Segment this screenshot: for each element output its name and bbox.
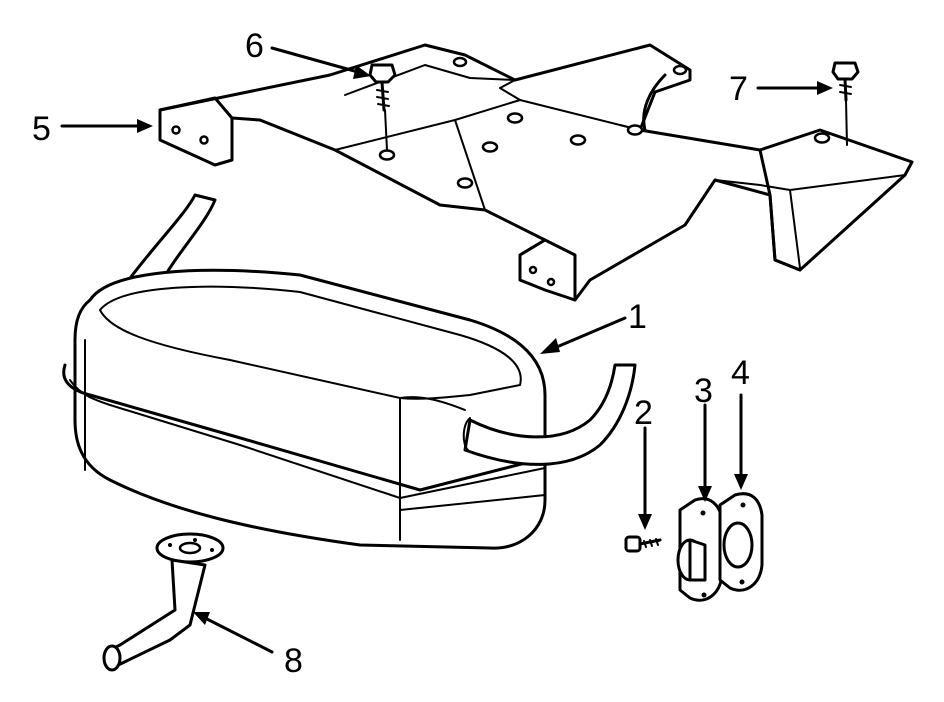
screw [624,535,662,553]
callout-5: 5 [32,110,51,148]
callout-4: 4 [731,354,750,392]
bolt-left [368,63,397,151]
leader-arrows [60,46,833,654]
muffler [62,193,637,550]
mounting-bracket [158,43,914,302]
gasket-rear [718,492,764,592]
callout-1: 1 [628,298,647,336]
callout-6: 6 [245,27,264,65]
tailpipe [102,532,225,672]
callout-7: 7 [729,70,748,108]
gasket-front [676,497,724,602]
bolt-right [831,61,860,146]
callout-8: 8 [284,642,303,680]
callout-3: 3 [694,372,713,410]
callout-2: 2 [634,394,653,432]
